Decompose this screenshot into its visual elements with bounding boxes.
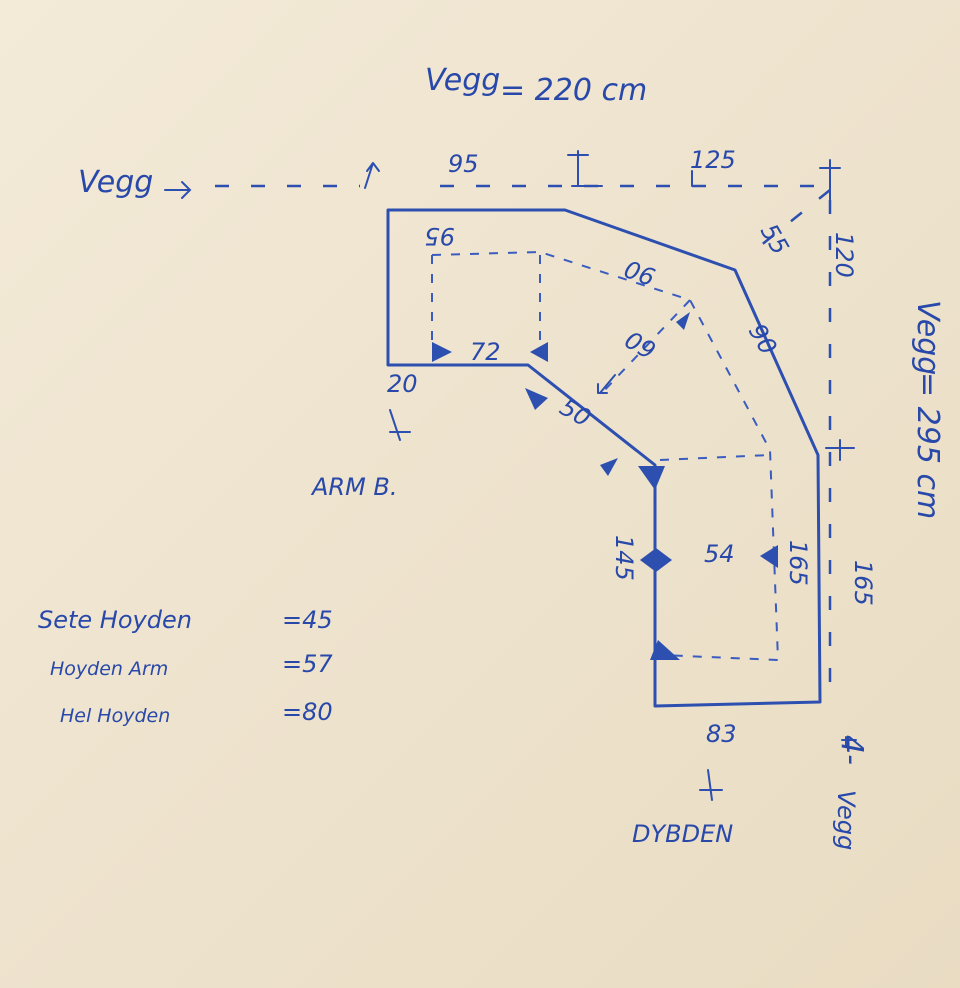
arrow-arm-left [432,342,452,362]
note-label-seat: Sete Hoyden [38,606,192,634]
note-value-arm: =57 [282,650,333,678]
note-value-total: =80 [282,698,333,726]
arrow-seat-right [760,545,778,568]
wall-tick-corner [691,159,841,201]
note-label-total: Hel Hoyden [60,705,170,727]
wall-dim-top-right: 125 [690,146,736,174]
depth-pointer-arrow [699,769,723,801]
wall-tick-right [825,439,855,461]
dim-seat-width: 54 [704,540,735,568]
bottom-wall-prefix: 4- [834,735,869,765]
dim-bottom: 83 [706,720,737,748]
dim-diagonal-right: 90 [743,319,783,359]
wall-dim-right-upper: 120 [830,232,858,278]
arrow-diagonal-top [525,388,548,410]
wall-tick-bottom [841,736,857,746]
right-wall-value: = 295 cm [910,372,945,519]
corner-dimension-line [754,189,831,251]
sofa-outline [386,208,822,708]
seat-dashed-outline [431,250,780,662]
dim-diagonal-top: 90 [621,254,659,291]
corner-depth-dashed [599,299,691,396]
top-wall-value: = 220 cm [500,73,647,108]
wall-tick-mid [567,150,603,187]
wall-dim-top-left: 95 [448,150,479,178]
dim-arm-inner: 72 [470,338,501,366]
left-wall-word: Vegg [78,165,153,200]
wall-tick-left [364,162,380,189]
left-wall-pointer [164,181,192,199]
arrow-arm-right [530,342,548,362]
seat-dashed-divider [539,255,771,461]
dim-inner-diagonal: 50 [555,393,595,433]
dim-left-leg: 145 [610,535,638,581]
dim-arm-depth: 20 [387,370,418,398]
note-label-arm: Hoyden Arm [50,658,168,680]
arm-pointer-arrow [389,409,411,441]
arm-label: ARM B. [310,473,398,501]
note-value-seat: =45 [282,606,333,634]
arrow-left-leg [640,548,672,572]
right-wall-word: Vegg [910,300,945,375]
arrow-corner-top [676,312,690,330]
dim-right-leg: 165 [784,540,812,586]
bottom-wall-word: Vegg [832,790,860,850]
height-notes: Sete Hoyden =45 Hoyden Arm =57 Hel Hoyde… [38,606,333,727]
dim-corner: 55 [755,219,795,259]
dim-corner-depth: 60 [621,325,661,365]
arrow-diagonal-bottom [600,458,618,476]
arrow-corner-depth [597,374,616,394]
arrow-corner-bottom [638,466,665,490]
dim-top: 95 [424,222,455,250]
arrow-left-leg-bottom [650,640,680,660]
depth-label: DYBDEN [632,820,733,848]
top-wall-word: Vegg [425,63,500,98]
wall-dim-right-lower: 165 [849,560,877,606]
